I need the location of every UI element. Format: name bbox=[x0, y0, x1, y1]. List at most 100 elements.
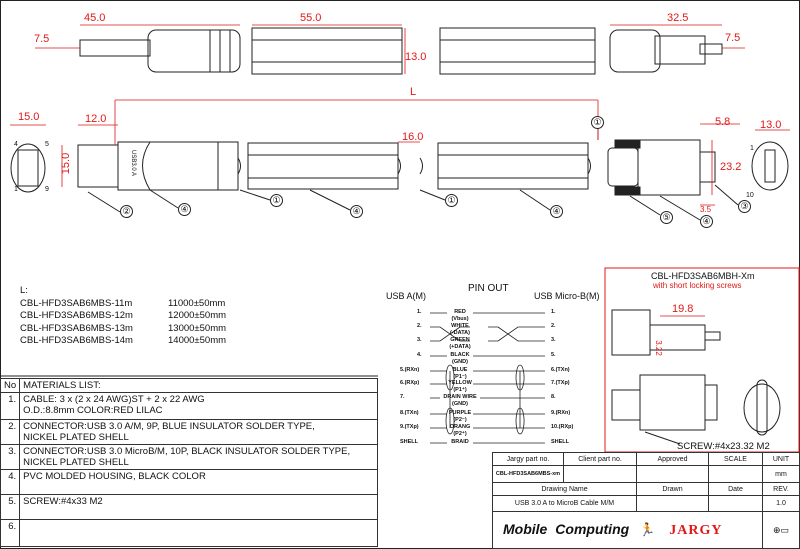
client-part-label: Client part no. bbox=[563, 452, 637, 466]
materials-line: CONNECTOR:USB 3.0 A/M, 9P, BLUE INSULATO… bbox=[23, 421, 315, 432]
length-value: 11000±50mm bbox=[168, 297, 226, 309]
materials-desc: CONNECTOR:USB 3.0 MicroB/M, 10P, BLACK I… bbox=[19, 444, 378, 470]
logo-computing: Computing bbox=[555, 521, 630, 537]
b-pin-1: 1 bbox=[750, 145, 754, 152]
company-logos: Mobile Computing 🏃 JARGY bbox=[492, 511, 763, 549]
materials-row: 6. bbox=[0, 519, 378, 547]
pin-left-label: 1. bbox=[417, 309, 422, 315]
pinout-left-title: USB A(M) bbox=[386, 291, 427, 301]
drawing-name: USB 3.0 A to MicroB Cable M/M bbox=[492, 495, 637, 512]
jargy-part-label: Jargy part no. bbox=[492, 452, 564, 466]
materials-row: 4.PVC MOLDED HOUSING, BLACK COLOR bbox=[0, 469, 378, 495]
materials-row: 3.CONNECTOR:USB 3.0 MicroB/M, 10P, BLACK… bbox=[0, 444, 378, 470]
pin-left-label: 8.(TXn) bbox=[400, 410, 419, 416]
balloon-4: ④ bbox=[700, 215, 713, 228]
materials-row: 5.SCREW:#4x33 M2 bbox=[0, 494, 378, 520]
wire-signal: (P2⁻) bbox=[453, 417, 467, 423]
materials-line: CABLE: 3 x (2 x 24 AWG)ST + 2 x 22 AWG bbox=[23, 394, 205, 405]
pin-left-label: 9.(TXp) bbox=[400, 424, 419, 430]
wire-crossover bbox=[430, 326, 545, 342]
twisted-pair-shield bbox=[515, 364, 525, 391]
dim-b-face-width: 13.0 bbox=[760, 119, 782, 131]
length-part: CBL-HFD3SAB6MBS-12m bbox=[20, 310, 133, 321]
dim-top-mid-height: 13.0 bbox=[405, 51, 427, 63]
dim-top-a-tip: 7.5 bbox=[34, 33, 50, 45]
materials-line: CONNECTOR:USB 3.0 MicroB/M, 10P, BLACK I… bbox=[23, 446, 351, 457]
dim-overall-length: L bbox=[410, 86, 417, 98]
pin-right-label: 6.(TXn) bbox=[551, 367, 570, 373]
wire-signal: (P1⁺) bbox=[453, 387, 467, 393]
length-value: 14000±50mm bbox=[168, 335, 227, 346]
pinout-right-title: USB Micro-B(M) bbox=[534, 291, 600, 301]
materials-row: 1.CABLE: 3 x (2 x 24 AWG)ST + 2 x 22 AWG… bbox=[0, 392, 378, 420]
wire-signal: (GND) bbox=[452, 359, 468, 365]
drawing-name-label: Drawing Name bbox=[492, 482, 637, 496]
materials-desc: PVC MOLDED HOUSING, BLACK COLOR bbox=[19, 469, 378, 495]
pin-right-label: SHELL bbox=[551, 439, 570, 445]
dim-top-a-length: 45.0 bbox=[84, 12, 106, 24]
pin-right-label: 10.(RXp) bbox=[551, 424, 574, 430]
materials-header: MATERIALS LIST: bbox=[19, 378, 378, 393]
materials-no: 1. bbox=[0, 392, 21, 420]
pin-right-label: 5. bbox=[551, 352, 556, 358]
balloon-4: ④ bbox=[350, 205, 363, 218]
pin-right-label: 1. bbox=[551, 309, 556, 315]
dim-top-b-length: 32.5 bbox=[667, 12, 689, 24]
wire-signal: (P2⁺) bbox=[453, 431, 467, 437]
projection-symbol-icon: ⊕▭ bbox=[762, 511, 800, 549]
balloon-1: ① bbox=[591, 116, 604, 129]
jargy-part-value: CBL-HFD3SAB6MBS-xm bbox=[492, 465, 564, 483]
wire-signal: (Vbus) bbox=[451, 316, 469, 322]
twisted-pair-shield bbox=[515, 407, 525, 435]
plug-marking: USB3.0 A bbox=[130, 149, 137, 177]
pin-left-label: 6.(RXp) bbox=[400, 380, 420, 386]
materials-no: 2. bbox=[0, 419, 21, 445]
runner-icon: 🏃 bbox=[639, 522, 656, 537]
pin-right-label: 3. bbox=[551, 337, 556, 343]
length-part: CBL-HFD3SAB6MBS-13m bbox=[20, 322, 133, 334]
wire-signal: (+DATA) bbox=[449, 344, 471, 350]
pin-left-label: 4. bbox=[417, 352, 422, 358]
alt-subtitle: with short locking screws bbox=[653, 281, 742, 290]
pin-left-label: 7. bbox=[400, 394, 405, 400]
materials-no: 4. bbox=[0, 469, 21, 495]
dim-a-plug-height: 15.0 bbox=[60, 152, 73, 175]
materials-line: O.D.:8.8mm COLOR:RED LILAC bbox=[23, 405, 163, 416]
wire-color: GREEN bbox=[450, 337, 470, 343]
unit-label: UNIT bbox=[762, 452, 800, 466]
materials-no: 5. bbox=[0, 494, 21, 520]
materials-desc: CONNECTOR:USB 3.0 A/M, 9P, BLUE INSULATO… bbox=[19, 419, 378, 445]
pin-left-label: SHELL bbox=[400, 439, 419, 445]
dim-3-5: 3.5 bbox=[700, 205, 712, 214]
rev-label: REV. bbox=[762, 482, 800, 496]
drain-connection bbox=[449, 371, 521, 428]
balloon-1: ① bbox=[270, 194, 283, 207]
a-pin-5: 5 bbox=[45, 141, 49, 148]
dim-top-b-tip: 7.5 bbox=[725, 32, 741, 44]
dim-5-8: 5.8 bbox=[715, 116, 731, 128]
alt-title: CBL-HFD3SAB6MBH-Xm bbox=[651, 271, 755, 281]
materials-line: NICKEL PLATED SHELL bbox=[23, 432, 129, 443]
wire-color: RED bbox=[454, 309, 466, 315]
pin-left-label: 5.(RXn) bbox=[400, 367, 420, 373]
materials-desc bbox=[19, 519, 378, 547]
scale-label: SCALE bbox=[708, 452, 763, 466]
a-pin-4: 4 bbox=[14, 141, 18, 148]
length-row: CBL-HFD3SAB6MBS-14m 14000±50mm bbox=[20, 335, 226, 348]
length-heading: L: bbox=[20, 285, 28, 296]
logo-jargy: JARGY bbox=[669, 523, 723, 538]
wire-color: WHITE bbox=[451, 323, 469, 329]
wire-color: DRAIN WIRE bbox=[443, 394, 477, 400]
balloon-4: ④ bbox=[178, 203, 191, 216]
dim-a-face-width: 15.0 bbox=[18, 111, 40, 123]
length-part: CBL-HFD3SAB6MBS-14m bbox=[20, 335, 133, 346]
wire-signal: (-DATA) bbox=[450, 330, 470, 336]
twisted-pair-shield bbox=[445, 364, 455, 391]
a-pin-1: 1 bbox=[14, 186, 18, 193]
